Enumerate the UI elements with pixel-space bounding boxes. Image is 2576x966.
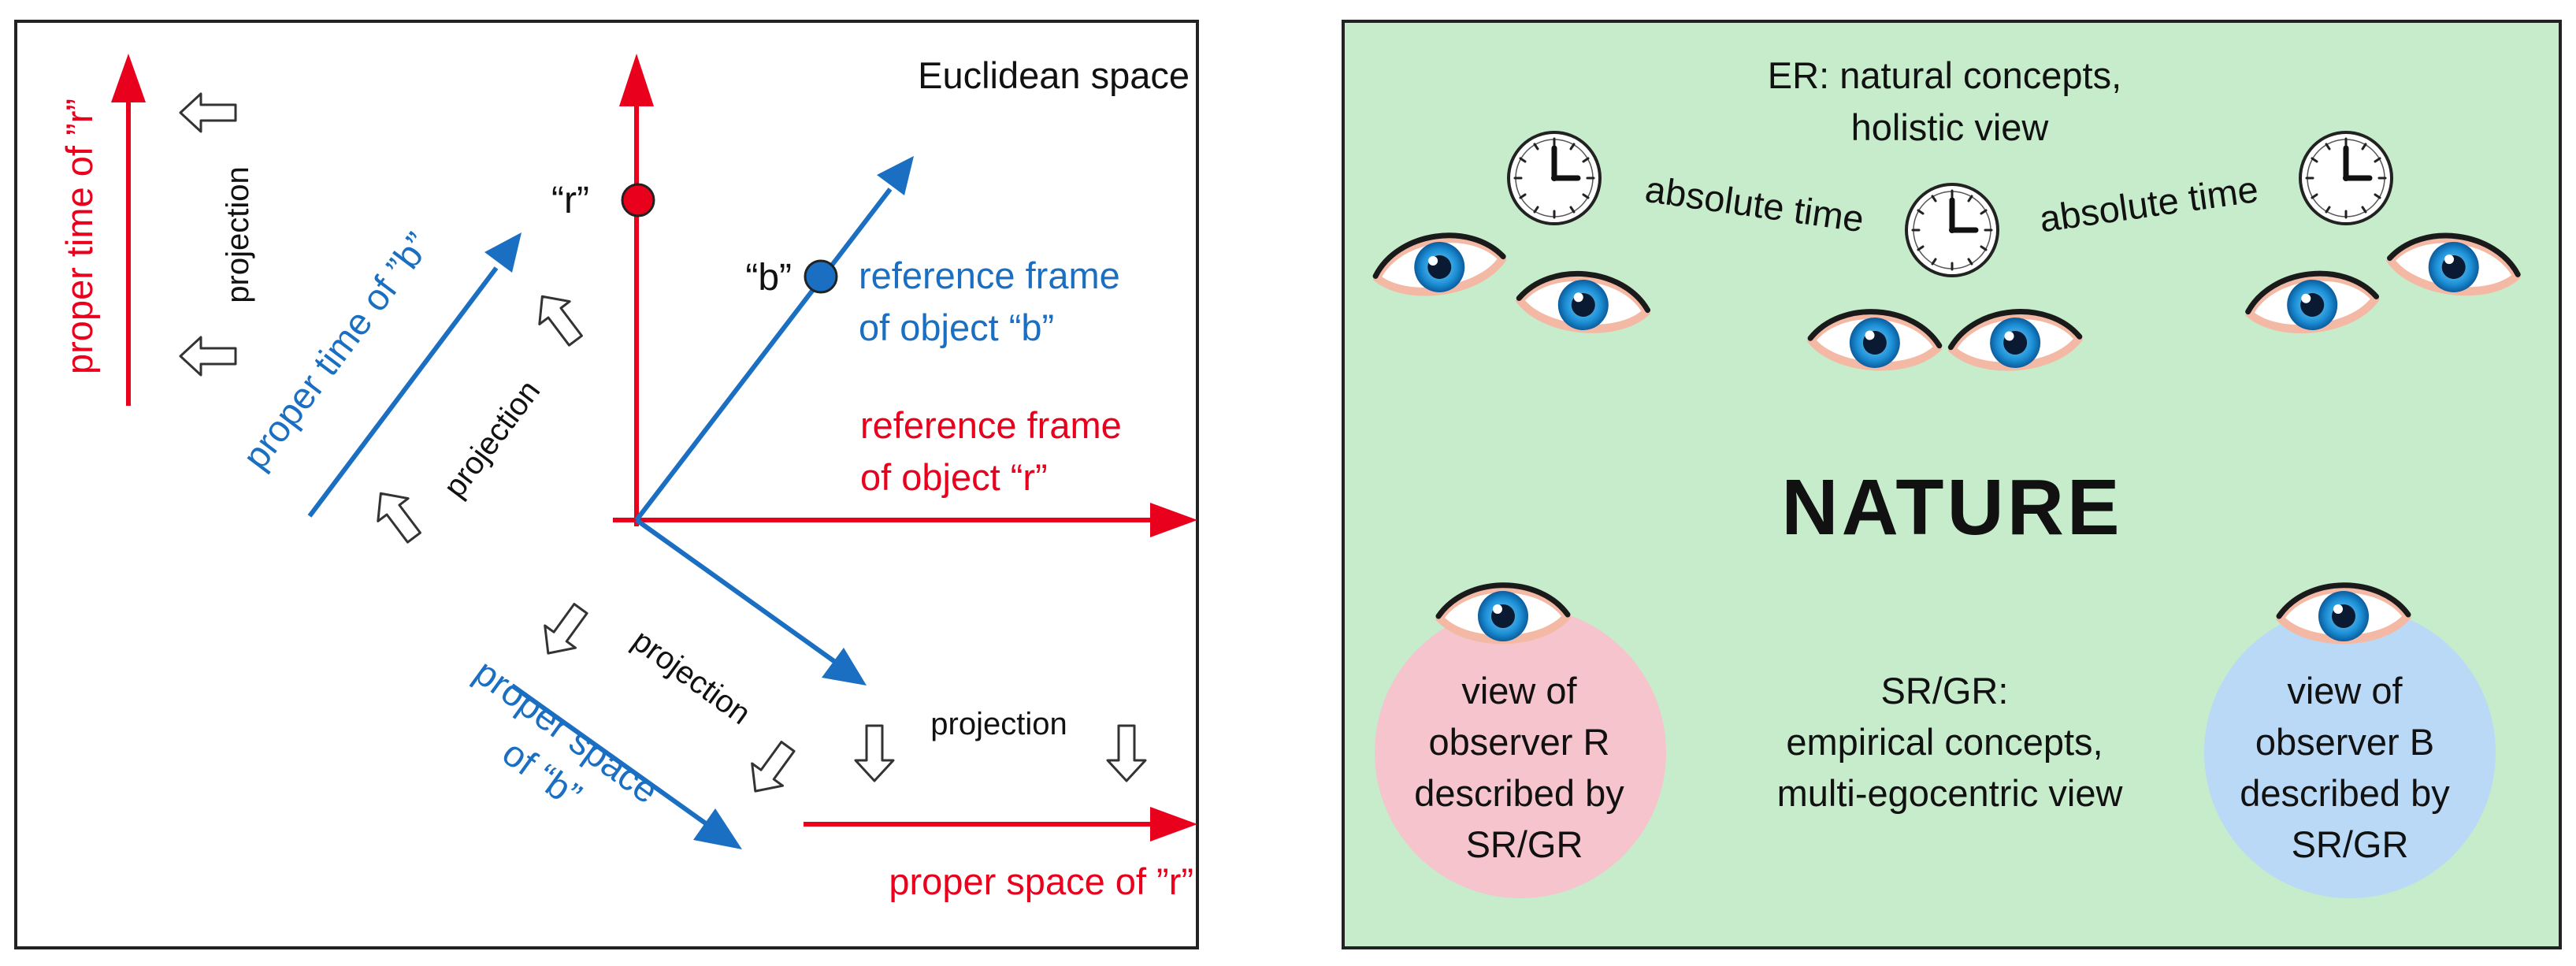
reference-frame-r-label: reference frame of object “r” [860,404,1132,498]
point-b [804,259,838,294]
clock-icon [1906,184,1998,276]
proper-time-r-axis [111,54,146,406]
left-panel-frame [14,20,1199,949]
reference-frame-r-horizontal-axis [613,503,1197,537]
projection-label: projection [930,707,1067,741]
reference-frame-b-space-axis [635,518,867,685]
reference-frame-b-label: reference frame of object “b” [859,255,1130,348]
point-r-label: “r” [551,180,589,221]
point-r [621,183,655,217]
proper-space-r-axis [804,807,1197,842]
projection-label: projection [221,166,255,303]
clock-icon [1509,132,1600,224]
proper-space-r-label: proper space of ”r” [889,860,1193,902]
srgr-description: SR/GR: empirical concepts, multi-egocent… [1777,670,2124,814]
euclidean-space-title: Euclidean space [918,54,1190,96]
right-panel: ER: natural concepts, holistic view abso… [1342,20,2562,949]
observer-b-description: view of observer B described by SR/GR [2240,670,2460,865]
clock-icon [2300,132,2392,224]
observer-r-circle [1375,607,1666,898]
left-panel: Euclidean space proper time of ”r” proje… [14,20,1199,949]
nature-title: NATURE [1781,463,2122,552]
er-description: ER: natural concepts, holistic view [1768,54,2132,148]
point-b-label: “b” [745,257,792,299]
proper-space-b-axis [510,683,742,849]
reference-frame-b-time-axis [634,156,914,522]
observer-b-circle [2204,607,2496,898]
proper-time-r-label: proper time of ”r” [58,98,100,374]
proper-time-b-axis [307,232,522,518]
reference-frame-r-vertical-axis [619,54,654,526]
observer-r-description: view of observer R described by SR/GR [1414,670,1635,865]
